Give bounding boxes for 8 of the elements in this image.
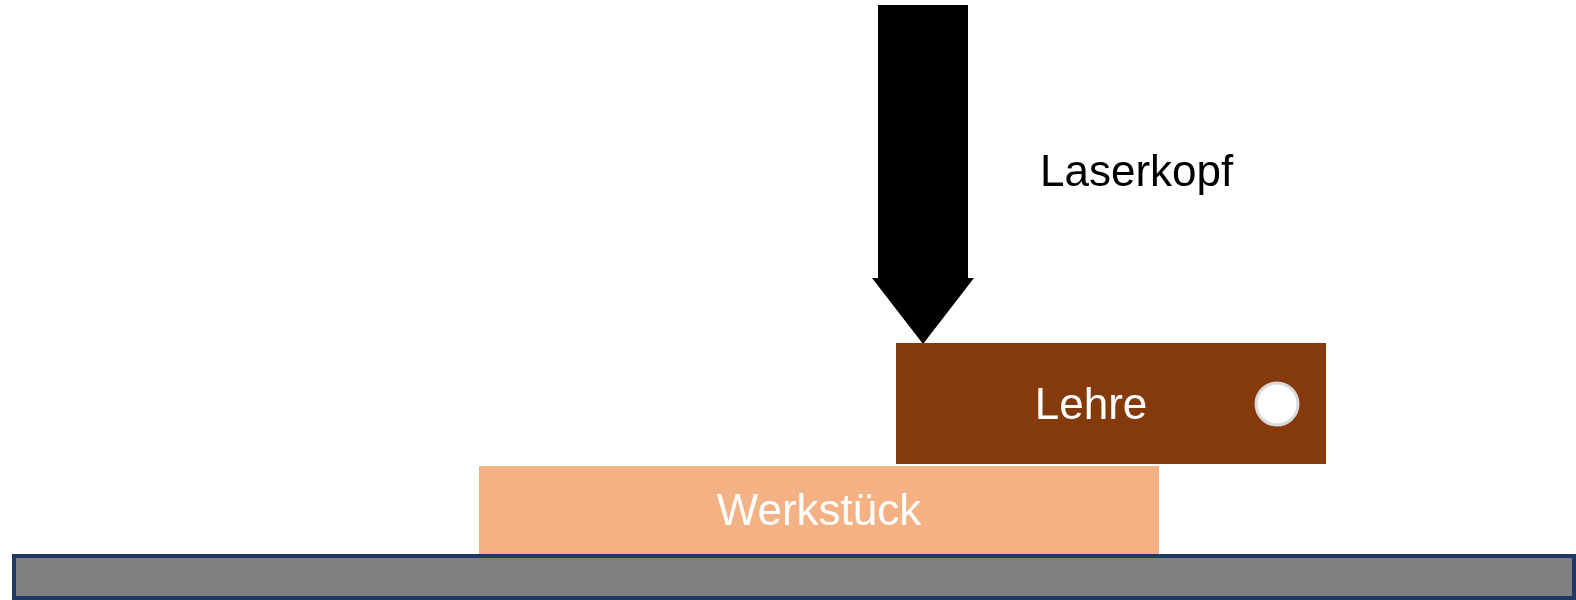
template-block	[896, 343, 1326, 464]
base-plate	[12, 554, 1576, 600]
part-label: Lehre	[1034, 378, 1148, 429]
part-label: Laserkopf	[1040, 146, 1234, 196]
laser-head-arrow	[872, 5, 974, 344]
workpiece-block	[479, 466, 1159, 554]
part-label: Werkstück	[716, 485, 922, 535]
hole-circle	[1254, 381, 1300, 427]
